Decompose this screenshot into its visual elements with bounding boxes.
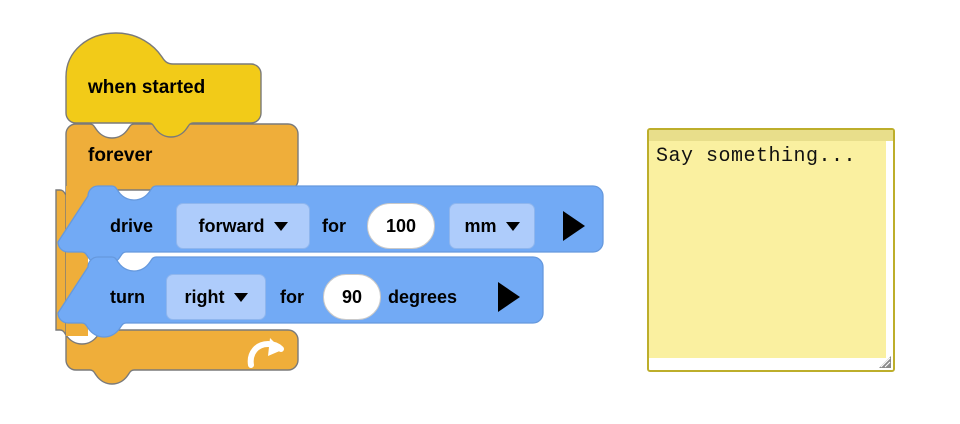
textarea-content[interactable]: Say something... <box>656 145 857 168</box>
say-something-textarea-wrapper[interactable]: Say something... <box>647 128 895 372</box>
textarea-titlebar <box>649 130 893 141</box>
textarea-scrollbar[interactable] <box>886 141 893 358</box>
drive-units-value: mm <box>464 215 497 236</box>
drive-units-dropdown[interactable]: mm <box>449 203 535 249</box>
say-something-textarea[interactable]: Say something... <box>647 128 895 372</box>
when-started-label: when started <box>88 77 206 98</box>
drive-run-play-icon[interactable] <box>563 211 585 241</box>
chevron-down-icon <box>273 221 288 231</box>
drive-label: drive <box>110 216 154 236</box>
loop-arrow-icon <box>247 338 284 368</box>
drive-for-label: for <box>322 216 346 236</box>
textarea-bottom-strip <box>649 358 893 370</box>
turn-direction-dropdown[interactable]: right <box>166 274 266 320</box>
drive-amount-input[interactable]: 100 <box>367 203 435 249</box>
turn-label: turn <box>110 287 145 307</box>
turn-for-label: for <box>280 287 304 307</box>
chevron-down-icon <box>233 292 248 302</box>
drive-direction-dropdown[interactable]: forward <box>176 203 310 249</box>
chevron-down-icon <box>505 221 520 231</box>
drive-direction-value: forward <box>198 215 265 236</box>
turn-direction-value: right <box>184 286 225 307</box>
turn-amount-input[interactable]: 90 <box>323 274 381 320</box>
turn-units-label: degrees <box>388 287 458 307</box>
when-started-block-shape[interactable] <box>65 32 262 138</box>
turn-run-play-icon[interactable] <box>498 282 520 312</box>
resize-grip-icon[interactable] <box>877 354 892 369</box>
block-stack <box>55 32 604 385</box>
forever-label: forever <box>88 145 153 166</box>
